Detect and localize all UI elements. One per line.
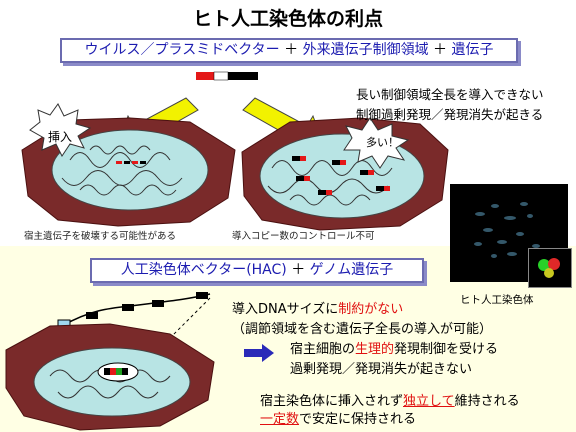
advantage-expression-line: 過剰発現／発現消失が起きない — [290, 362, 473, 377]
independent-text-c: 維持される — [454, 394, 520, 409]
formula-plus-2: ＋ — [433, 42, 448, 58]
advantage-stable-line: 一定数で安定に保持される — [260, 408, 416, 427]
top-diagram — [21, 71, 449, 231]
vector-limitation-line-1: 長い制御領域全長を導入できない — [356, 87, 544, 102]
vector-limitation-line-2: 制御過剰発現／発現消失が起きる — [356, 107, 544, 122]
formula-gene: 遺伝子 — [451, 42, 494, 58]
burst-label-insert: 挿入 — [48, 130, 73, 144]
formula-plus-3: ＋ — [291, 262, 306, 278]
independent-highlight: 独立して — [403, 394, 455, 409]
caption-host-gene-disruption: 宿主遺伝子を破壊する可能性がある — [24, 231, 177, 242]
advantage-size-line: 導入DNAサイズに制約がない — [232, 298, 403, 317]
formula-virus-plasmid-vector: ウイルス／プラスミドベクター — [84, 42, 280, 58]
right-arrow-icon — [244, 344, 274, 362]
insert-burst-icon — [29, 103, 92, 157]
hac-formula-box: 人工染色体ベクター(HAC) ＋ ゲノム遺伝子 — [90, 258, 424, 283]
physio-highlight: 生理的 — [355, 342, 395, 357]
size-highlight: 制約がない — [338, 302, 404, 317]
caption-copy-number: 導入コピー数のコントロール不可 — [232, 231, 375, 242]
hac-construct-icon — [57, 292, 211, 329]
advantage-independent-line: 宿主染色体に挿入されず独立して維持される — [260, 390, 520, 409]
slide-title: ヒト人工染色体の利点 — [192, 8, 383, 30]
hac-fish-inset — [528, 248, 572, 288]
formula-genomic-gene: ゲノム遺伝子 — [309, 262, 394, 278]
host-cell-bottom — [5, 323, 215, 431]
advantage-physiological-line: 宿主細胞の生理的発現制御を受ける — [290, 338, 498, 357]
independent-text-a: 宿主染色体に挿入されず — [260, 394, 404, 409]
burst-label-many: 多い！ — [366, 136, 399, 149]
host-cell-right — [241, 117, 449, 231]
formula-hac-vector: 人工染色体ベクター(HAC) — [120, 262, 287, 278]
vector-construct-icon — [196, 71, 258, 81]
advantage-size-detail: （調節領域を含む遺伝子全長の導入が可能） — [232, 322, 493, 337]
stable-text: で安定に保持される — [299, 412, 417, 427]
photo-caption: ヒト人工染色体 — [460, 294, 534, 306]
formula-foreign-control-region: 外来遺伝子制御領域 — [302, 42, 429, 58]
formula-plus-1: ＋ — [284, 42, 299, 58]
physio-text-c: 発現制御を受ける — [394, 342, 499, 357]
size-text: 導入DNAサイズに — [232, 302, 339, 317]
vector-formula-box: ウイルス／プラスミドベクター ＋ 外来遺伝子制御領域 ＋ 遺伝子 — [60, 38, 518, 63]
physio-text-a: 宿主細胞の — [290, 342, 356, 357]
stable-highlight: 一定数 — [260, 412, 300, 427]
bottom-diagram — [5, 292, 215, 431]
many-burst-icon — [343, 117, 410, 169]
